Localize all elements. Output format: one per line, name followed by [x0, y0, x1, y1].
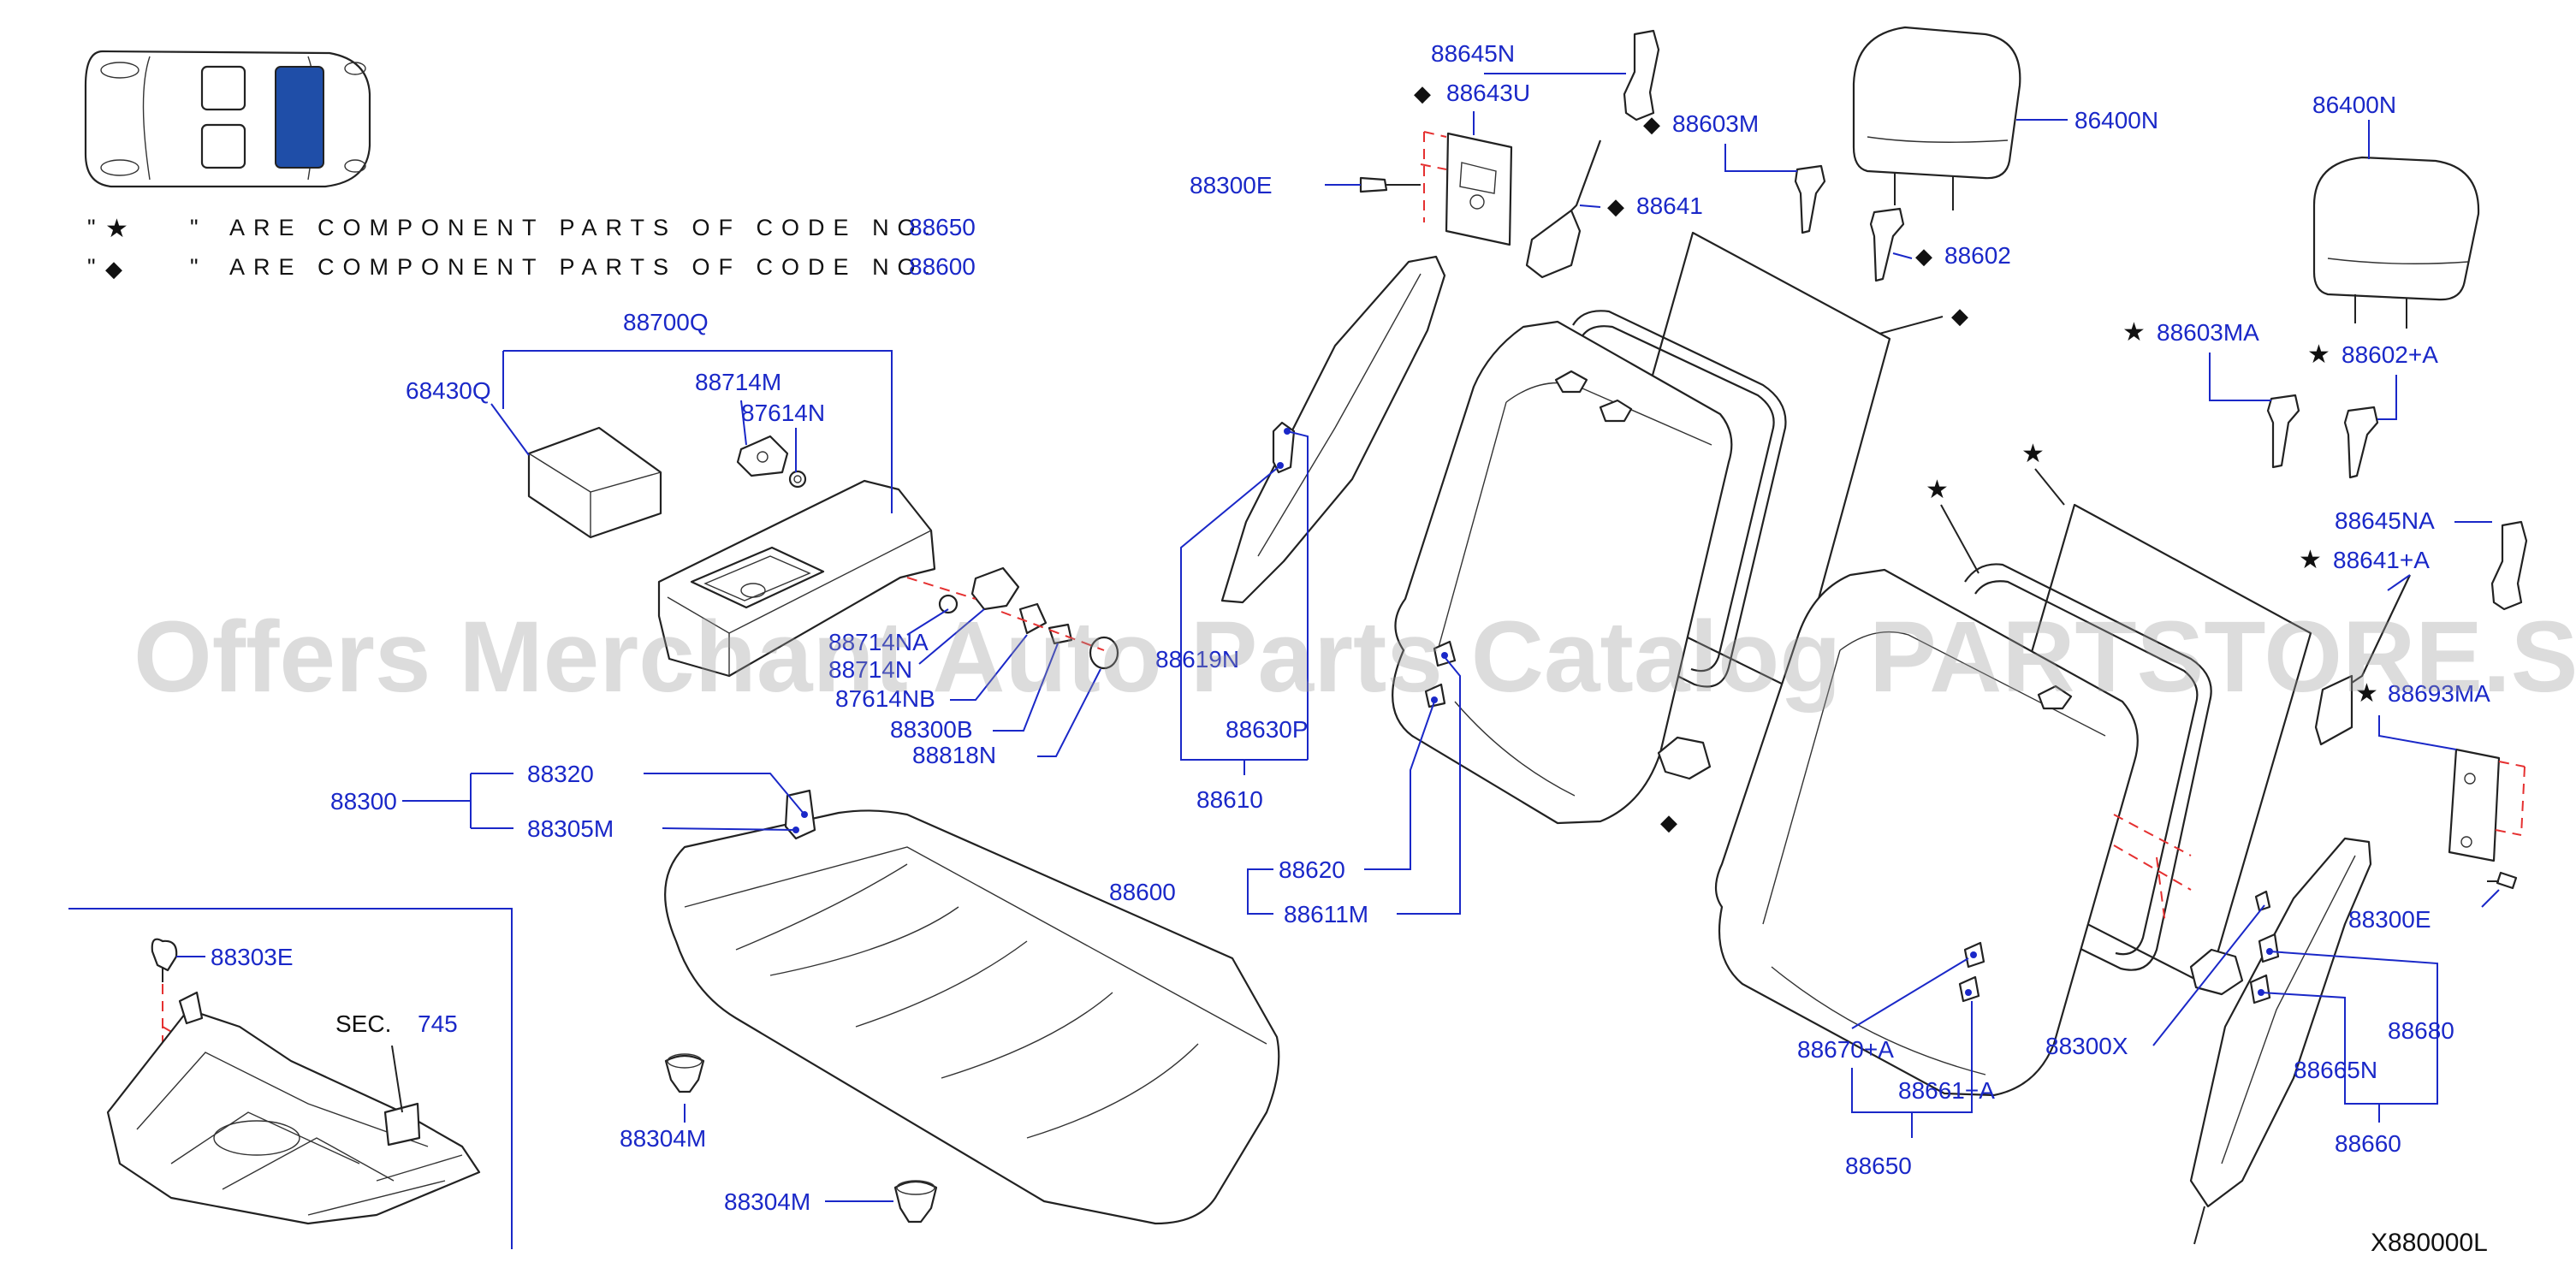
right-headrest-guides	[2266, 394, 2379, 479]
callout-88818N: 88818N	[912, 742, 996, 768]
left-side-bolster	[1220, 255, 1446, 604]
diamond-icon: ◆	[1915, 243, 1932, 269]
right-bolster-callouts: 88680 88665N 88660	[2260, 951, 2454, 1157]
star-icon: ★	[105, 215, 128, 243]
armrest-group	[527, 426, 1119, 678]
callout-88643U: 88643U	[1446, 80, 1530, 106]
callout-86400N-b: 86400N	[2312, 92, 2396, 118]
legend: " ★ " ARE COMPONENT PARTS OF CODE NO. 88…	[87, 214, 976, 281]
diamond-icon: ◆	[105, 256, 122, 281]
star-icon: ★	[1926, 476, 1949, 504]
floor-panel-callouts: 88303E SEC. 745	[176, 944, 458, 1113]
star-icon: ★	[2307, 341, 2330, 369]
diamond-icon: ◆	[1414, 80, 1431, 106]
star-icon: ★	[2299, 546, 2322, 574]
callout-88620: 88620	[1279, 856, 1345, 883]
legend-diamond-code: 88600	[909, 253, 976, 280]
upper-left-callouts: 88645N ◆ 88643U 88300E ◆ 88603M ◆ 88641 …	[1190, 40, 2158, 269]
diamond-icon: ◆	[1607, 193, 1624, 219]
callout-88602: 88602	[1944, 242, 2011, 269]
star-icon: ★	[2021, 440, 2045, 468]
callout-88665N: 88665N	[2294, 1057, 2377, 1083]
right-headrest	[2312, 156, 2480, 329]
callout-88611M: 88611M	[1284, 901, 1368, 927]
legend-diamond-quote-open: "	[87, 254, 104, 280]
callout-88610: 88610	[1196, 786, 1263, 813]
callout-88700Q: 88700Q	[623, 309, 709, 335]
callout-88680: 88680	[2388, 1017, 2454, 1044]
callout-86400N-a: 86400N	[2074, 107, 2158, 133]
right-latch-parts	[2314, 520, 2528, 890]
callout-88304M-b: 88304M	[724, 1188, 810, 1215]
callout-88630P: 88630P	[1226, 716, 1309, 743]
left-seatback-callouts: 88600 88620 88611M	[1109, 656, 1461, 927]
callout-88660: 88660	[2335, 1130, 2401, 1157]
callout-88600: 88600	[1109, 879, 1176, 905]
callout-88641A: 88641+A	[2333, 547, 2430, 573]
callout-88303E: 88303E	[211, 944, 294, 970]
callout-88645N: 88645N	[1431, 40, 1515, 67]
legend-star-text: ARE COMPONENT PARTS OF CODE NO.	[229, 215, 939, 240]
callout-88304M-a: 88304M	[620, 1125, 706, 1152]
callout-88670A: 88670+A	[1797, 1036, 1894, 1063]
callout-68430Q: 68430Q	[406, 377, 491, 404]
legend-diamond-quote-close: "	[190, 254, 207, 280]
callout-87614N: 87614N	[741, 400, 825, 426]
section-ref-label: SEC.	[335, 1010, 391, 1037]
callout-88603M: 88603M	[1672, 110, 1759, 137]
left-seatback: ◆ ◆	[1392, 231, 1968, 835]
armrest-callouts: 88700Q 68430Q 88714M 87614N 88714NA 8871…	[406, 309, 1101, 768]
left-bolster-callouts: 88619N 88630P 88610	[1155, 430, 1309, 813]
seat-cushion-callouts: 88300 88320 88305M	[330, 761, 805, 842]
diamond-icon: ◆	[1643, 111, 1660, 137]
headrest-guides-left	[1794, 164, 1905, 282]
diamond-icon: ◆	[1660, 809, 1677, 835]
legend-star-quote-close: "	[190, 215, 207, 240]
diamond-icon: ◆	[1951, 303, 1968, 329]
legend-diamond-text: ARE COMPONENT PARTS OF CODE NO.	[229, 254, 939, 280]
right-upper-callouts: 86400N ★ 88603MA ★ 88602+A 88645NA ★ 886…	[2045, 92, 2500, 1059]
right-seatback: ★ ★	[1714, 440, 2312, 1097]
star-icon: ★	[2122, 318, 2146, 347]
callout-88300E-bot: 88300E	[2348, 906, 2431, 933]
star-icon: ★	[2355, 679, 2378, 708]
left-headrest	[1852, 26, 2021, 210]
clip-88304M-b	[893, 1180, 938, 1224]
callout-88602A: 88602+A	[2342, 341, 2438, 368]
right-seatback-callouts: 88670+A 88661+A 88650	[1797, 957, 1995, 1179]
upper-latch-parts	[1359, 29, 1660, 279]
seat-cushion	[664, 789, 1280, 1225]
callout-88650: 88650	[1845, 1153, 1912, 1179]
car-top-view-icon	[84, 50, 371, 188]
callout-88714NA: 88714NA	[828, 629, 929, 655]
diagram-code: X880000L	[2371, 1229, 2488, 1257]
legend-star-code: 88650	[909, 214, 976, 240]
callout-88619N: 88619N	[1155, 646, 1239, 673]
callout-88714M: 88714M	[695, 369, 781, 395]
callout-88661A: 88661+A	[1898, 1077, 1995, 1104]
callout-88300B: 88300B	[890, 716, 973, 743]
callout-88305M: 88305M	[527, 815, 614, 842]
callout-88320: 88320	[527, 761, 594, 787]
clip-88304M-a	[664, 1053, 705, 1093]
callout-88641: 88641	[1636, 193, 1703, 219]
callout-88300: 88300	[330, 788, 397, 815]
callout-88300X: 88300X	[2045, 1033, 2128, 1059]
watermark-text: Offers Merchant Auto Parts Catalog PARTS…	[134, 601, 2576, 714]
section-ref-number: 745	[418, 1010, 458, 1037]
callout-88714N: 88714N	[828, 656, 912, 683]
callout-88693MA: 88693MA	[2388, 680, 2490, 707]
right-side-bolster	[2189, 837, 2372, 1245]
callout-87614NB: 87614NB	[835, 685, 935, 712]
callout-88300E-top: 88300E	[1190, 172, 1273, 199]
floor-panel-inset	[68, 908, 513, 1249]
callout-88645NA: 88645NA	[2335, 507, 2435, 534]
legend-star-quote-open: "	[87, 215, 104, 240]
callout-88603MA: 88603MA	[2157, 319, 2259, 346]
